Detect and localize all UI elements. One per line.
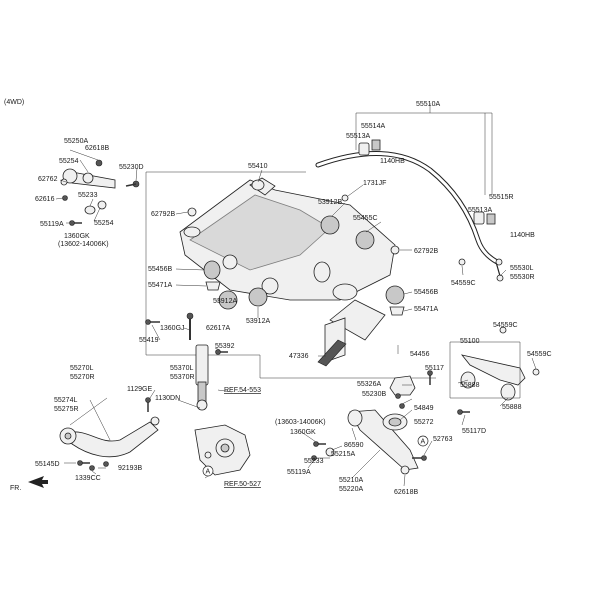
part-label-86590: 86590 <box>344 442 364 449</box>
part-label-55392: 55392 <box>215 343 235 350</box>
part-label-55254: 55254 <box>94 220 114 227</box>
labels: (4WD) 55510A 55514A 55513A 1140HB 55250A… <box>4 99 552 496</box>
part-label-55274L: 55274L <box>54 397 77 404</box>
part-label-1129GE: 1129GE <box>127 386 152 393</box>
part-label-range: (13603-14006K) <box>275 419 326 426</box>
part-label-55233: 55233 <box>78 192 98 199</box>
part-label-55210A: 55210A <box>339 477 363 484</box>
part-label-53912B: 53912B <box>318 199 342 206</box>
part-label-55510A: 55510A <box>416 101 440 108</box>
part-label-1360GK: 1360GK <box>290 429 316 436</box>
part-label-55888: 55888 <box>460 382 480 389</box>
part-label-62762: 62762 <box>38 176 58 183</box>
part-label-55515R: 55515R <box>489 194 514 201</box>
part-label-1360GJ: 1360GJ <box>160 325 185 332</box>
part-label-55233: 55233 <box>304 458 324 465</box>
part-label-55250A: 55250A <box>64 138 88 145</box>
part-label-55230B: 55230B <box>362 391 386 398</box>
part-label-55145D: 55145D <box>35 461 60 468</box>
part-label-55513A: 55513A <box>468 207 492 214</box>
part-label-1339CC: 1339CC <box>75 475 101 482</box>
part-label-55272: 55272 <box>414 419 434 426</box>
part-label-1731JF: 1731JF <box>363 180 386 187</box>
part-label-55220A: 55220A <box>339 486 363 493</box>
ref-link-50-527[interactable]: REF.50-527 <box>224 481 261 488</box>
part-label-54559C: 54559C <box>451 280 476 287</box>
part-label-range: (13602-14006K) <box>58 241 109 248</box>
part-label-55215A: 55215A <box>331 451 355 458</box>
part-label-55117: 55117 <box>425 365 444 372</box>
marker-a: A <box>206 469 211 476</box>
part-label-55513A: 55513A <box>346 133 370 140</box>
part-label-1130DN: 1130DN <box>155 395 180 402</box>
part-label-92193B: 92193B <box>118 465 142 472</box>
part-label-55270L: 55270L <box>70 365 93 372</box>
part-label-55275R: 55275R <box>54 406 79 413</box>
part-label-62617A: 62617A <box>206 325 230 332</box>
front-direction-label: FR. <box>10 485 21 492</box>
part-label-55514A: 55514A <box>361 123 385 130</box>
variant-label: (4WD) <box>4 99 24 106</box>
part-label-62618B: 62618B <box>394 489 418 496</box>
ref-link-54-553[interactable]: REF.54-553 <box>224 387 261 394</box>
part-label-55455C: 55455C <box>353 215 378 222</box>
marker-a: A <box>421 439 426 446</box>
part-label-62792B: 62792B <box>414 248 438 255</box>
part-label-55100: 55100 <box>460 338 480 345</box>
part-label-54849: 54849 <box>414 405 434 412</box>
part-label-55419: 55419 <box>139 337 159 344</box>
part-label-55117D: 55117D <box>462 428 486 435</box>
part-label-55530R: 55530R <box>510 274 535 281</box>
part-label-55530L: 55530L <box>510 265 533 272</box>
part-label-55456B: 55456B <box>414 289 438 296</box>
part-label-55230D: 55230D <box>119 164 144 171</box>
part-label-55410: 55410 <box>248 163 268 170</box>
part-label-54559C: 54559C <box>493 322 518 329</box>
part-label-52763: 52763 <box>433 436 453 443</box>
part-label-55270R: 55270R <box>70 374 95 381</box>
part-label-55471A: 55471A <box>148 282 172 289</box>
part-label-53912A: 53912A <box>213 298 237 305</box>
part-label-54456: 54456 <box>410 351 430 358</box>
part-label-55119A: 55119A <box>287 469 311 476</box>
part-label-53912A: 53912A <box>246 318 270 325</box>
part-label-62616: 62616 <box>35 196 55 203</box>
drawing <box>28 103 540 488</box>
part-label-55254: 55254 <box>59 158 79 165</box>
part-label-54559C: 54559C <box>527 351 552 358</box>
part-label-1360GK: 1360GK <box>64 233 90 240</box>
part-label-62618B: 62618B <box>85 145 109 152</box>
part-label-55471A: 55471A <box>414 306 438 313</box>
part-label-1140HB: 1140HB <box>510 232 535 239</box>
part-label-47336: 47336 <box>289 353 309 360</box>
part-label-55326A: 55326A <box>357 381 381 388</box>
part-label-55370L: 55370L <box>170 365 193 372</box>
part-label-1140HB: 1140HB <box>380 158 405 165</box>
part-label-55456B: 55456B <box>148 266 172 273</box>
part-label-55370R: 55370R <box>170 374 195 381</box>
part-label-55119A: 55119A <box>40 221 64 228</box>
part-label-55888: 55888 <box>502 404 522 411</box>
part-label-62792B: 62792B <box>151 211 175 218</box>
